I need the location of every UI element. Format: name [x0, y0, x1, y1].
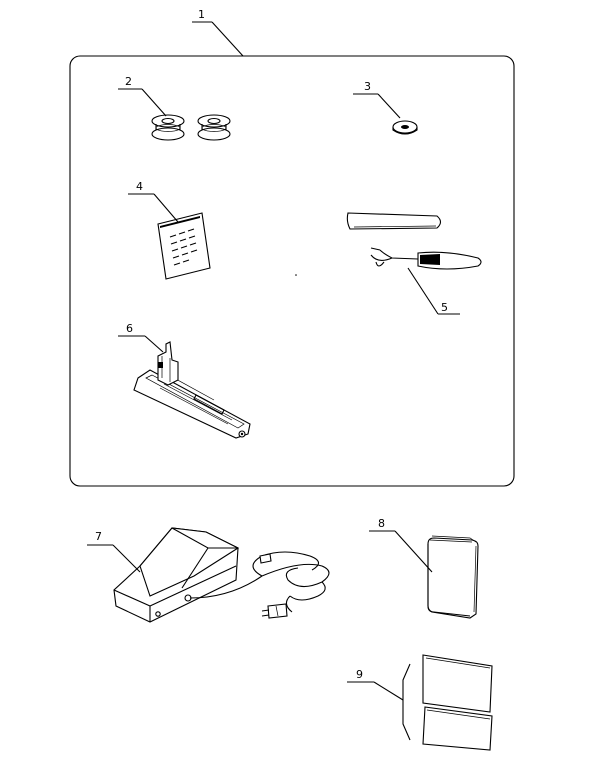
needle-pack-icon: [157, 212, 211, 280]
callout-1-label: 1: [198, 8, 205, 21]
callout-9-label: 9: [356, 668, 363, 681]
callout-3: 3: [353, 80, 401, 119]
callout-5: 5: [407, 267, 460, 315]
warranty-cards-icon: [402, 654, 493, 751]
seam-ripper-icon: [346, 212, 482, 270]
callout-6-label: 6: [126, 322, 133, 335]
callout-1: 1: [192, 8, 244, 57]
foot-controller-icon: [113, 527, 330, 623]
callout-2-label: 2: [125, 75, 132, 88]
callout-4: 4: [128, 180, 179, 223]
callout-3-label: 3: [364, 80, 371, 93]
callout-2: 2: [118, 75, 167, 117]
callout-7: 7: [87, 530, 141, 573]
callout-9: 9: [347, 668, 404, 701]
bobbins-icon: [151, 114, 231, 141]
callout-8-label: 8: [378, 517, 385, 530]
callout-7-label: 7: [95, 530, 102, 543]
scan-dot: [295, 274, 297, 276]
spool-cap-icon: [392, 120, 418, 135]
callout-5-label: 5: [441, 301, 448, 314]
instruction-book-icon: [427, 535, 479, 619]
buttonhole-foot-icon: [133, 341, 251, 439]
callout-6: 6: [118, 322, 164, 353]
accessory-box-outline: [69, 55, 515, 487]
callout-8: 8: [369, 517, 433, 573]
callout-4-label: 4: [136, 180, 143, 193]
